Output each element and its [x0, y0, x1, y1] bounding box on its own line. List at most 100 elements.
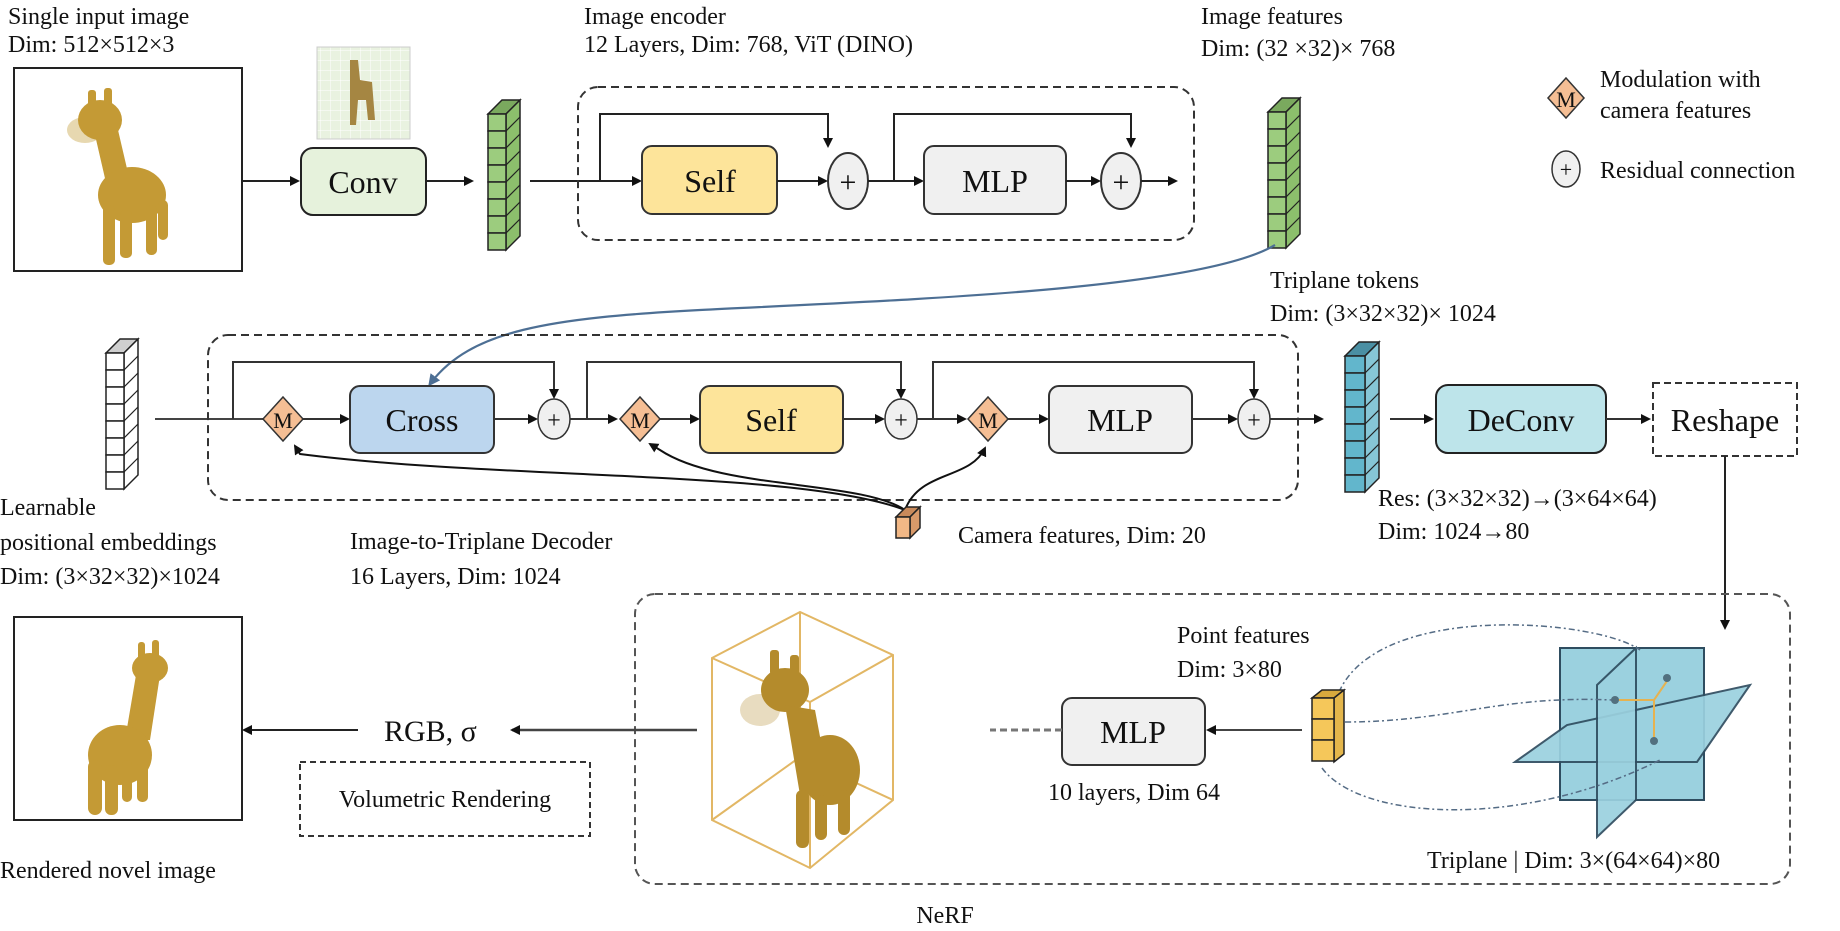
stack-cell [1267, 145, 1287, 164]
plus-symbol: + [1247, 408, 1261, 434]
positional-embedding-stack [104, 337, 140, 491]
nerf-dashed-box [634, 593, 1791, 885]
patch-feature-stack [486, 98, 522, 252]
triplane-tokens-title: Triplane tokens [1270, 268, 1419, 294]
decoder-self-block: Self [699, 385, 844, 454]
camera-features-label: Camera features, Dim: 20 [958, 523, 1206, 549]
stack-cell [487, 147, 507, 166]
encoder-skip-1 [599, 113, 833, 181]
stack-cell [105, 403, 125, 422]
stack-cell-edge [1285, 182, 1301, 198]
stack-cell-edge [123, 372, 139, 388]
plus-symbol: + [840, 166, 857, 199]
m-symbol: M [630, 408, 650, 433]
decoder-skip-2 [586, 361, 906, 419]
encoder-title: Image encoder [584, 4, 726, 30]
encoder-residual-2: + [1100, 152, 1142, 210]
stack-cell [105, 369, 125, 388]
nerf-mlp-label: MLP [1100, 714, 1166, 750]
encoder-skip-2 [893, 113, 1136, 181]
stack-cell-edge [1285, 199, 1301, 215]
decoder-self-label: Self [745, 402, 797, 438]
volumetric-rendering-box: Volumetric Rendering [299, 761, 591, 837]
encoder-self-label: Self [684, 163, 736, 199]
decoder-mlp-label: MLP [1087, 402, 1153, 438]
deconv-res: Res: (3×32×32)→(3×64×64) [1378, 486, 1657, 512]
rendered-caption: Rendered novel image [0, 858, 216, 884]
stack-cell [1344, 389, 1366, 408]
stack-cell-edge [1285, 165, 1301, 181]
stack-cell [1344, 423, 1366, 442]
modulation-node-3: M [966, 395, 1010, 443]
decoder-skip-1 [232, 361, 559, 419]
encoder-residual-1: + [827, 152, 869, 210]
nerf-title: NeRF [916, 903, 973, 929]
encoder-mlp-block: MLP [923, 145, 1067, 215]
decoder-residual-3: + [1237, 398, 1271, 440]
stack-cell [1344, 406, 1366, 425]
stack-cell [487, 215, 507, 234]
input-image [13, 67, 243, 272]
encoder-dashed-box [577, 86, 1195, 241]
stack-cell-edge [123, 423, 139, 439]
stack-cell [1267, 213, 1287, 232]
deconv-label: DeConv [1468, 402, 1575, 438]
stack-cell-edge [505, 133, 521, 149]
projection-line-bottom [1321, 759, 1661, 811]
image-feature-stack [1266, 96, 1302, 250]
encoder-desc: 12 Layers, Dim: 768, ViT (DINO) [584, 32, 913, 58]
m-symbol: M [273, 408, 293, 433]
projection-line-top [1338, 624, 1641, 693]
stack-cell [105, 352, 125, 371]
stack-cell [1267, 179, 1287, 198]
residual-legend-icon: + [1551, 150, 1581, 188]
nerf-mlp-desc: 10 layers, Dim 64 [1048, 780, 1220, 806]
nerf-bounding-box-render [711, 610, 894, 870]
plus-symbol: + [894, 408, 908, 434]
input-image-dim: Dim: 512×512×3 [8, 32, 174, 58]
decoder-desc: 16 Layers, Dim: 1024 [350, 564, 561, 590]
stack-cell [105, 471, 125, 490]
reshape-label: Reshape [1671, 402, 1779, 438]
stack-cell-edge [123, 355, 139, 371]
stack-cell [105, 437, 125, 456]
rendered-novel-image [13, 616, 243, 821]
stack-cell [487, 181, 507, 200]
stack-cell [487, 113, 507, 132]
deconv-block: DeConv [1435, 384, 1607, 454]
stack-cell-edge [505, 150, 521, 166]
stack-cell-edge [505, 116, 521, 132]
pos-embed-dim: Dim: (3×32×32)×1024 [0, 564, 220, 590]
stack-cell-edge [1364, 375, 1380, 391]
stack-cell [1267, 128, 1287, 147]
conv-input-thumbnail [316, 46, 411, 140]
plus-symbol: + [1113, 166, 1130, 199]
conv-label: Conv [328, 164, 397, 200]
giraffe-3d [740, 650, 860, 848]
stack-cell [105, 386, 125, 405]
stack-cell [1267, 230, 1287, 249]
stack-cell [487, 164, 507, 183]
stack-cell-edge [123, 440, 139, 456]
decoder-skip-3 [932, 361, 1259, 419]
stack-cell-edge [1364, 409, 1380, 425]
stack-cell-edge [123, 457, 139, 473]
conv-block: Conv [300, 147, 427, 216]
encoder-mlp-label: MLP [962, 163, 1028, 199]
giraffe-image [67, 88, 168, 265]
point-feature-stack [1309, 688, 1347, 764]
legend-modulation-text-2: camera features [1600, 98, 1751, 124]
deconv-dim: Dim: 1024→80 [1378, 519, 1529, 545]
stack-cell [1344, 355, 1366, 374]
cross-label: Cross [386, 402, 459, 438]
nerf-mlp-block: MLP [1061, 697, 1206, 766]
stack-cell-edge [123, 406, 139, 422]
camera-feature-cube [894, 505, 922, 540]
stack-cell-edge [1285, 114, 1301, 130]
triplane-visual [1511, 645, 1753, 840]
modulation-node-1: M [261, 395, 305, 443]
stack-cell-edge [505, 184, 521, 200]
decoder-mlp-block: MLP [1048, 385, 1193, 454]
m-symbol: M [1556, 87, 1576, 112]
